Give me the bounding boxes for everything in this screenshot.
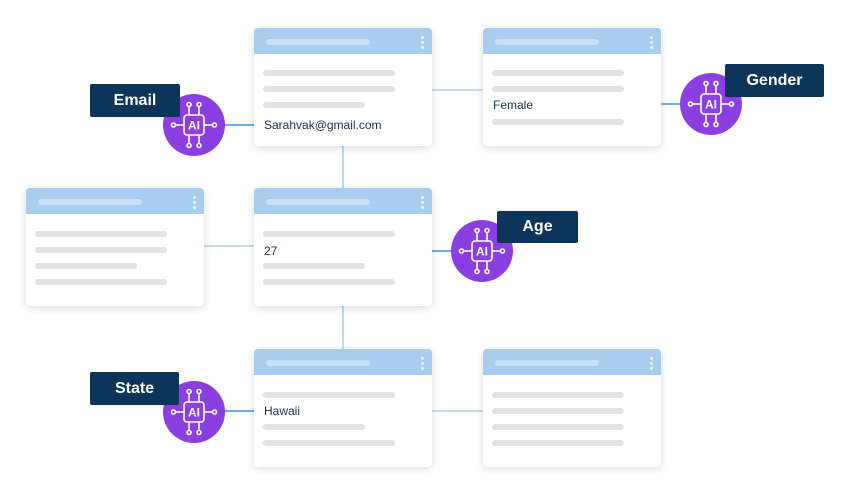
age-value: 27 (264, 244, 278, 258)
placeholder-line (263, 70, 395, 76)
record-card-gender: Female (483, 28, 661, 146)
placeholder-line (35, 263, 137, 269)
placeholder-line (263, 424, 365, 430)
card-header (254, 188, 432, 214)
record-card-state: Hawaii (254, 349, 432, 467)
header-placeholder (266, 39, 370, 45)
ai-chip-label: AI (188, 119, 200, 133)
kebab-menu-icon[interactable] (421, 36, 424, 51)
tag-email: Email (90, 84, 180, 117)
placeholder-line (35, 279, 167, 285)
placeholder-line (492, 392, 624, 398)
header-placeholder (495, 360, 599, 366)
header-placeholder (38, 199, 142, 205)
placeholder-line (263, 263, 365, 269)
kebab-menu-icon[interactable] (421, 357, 424, 372)
email-value: Sarahvak@gmail.com (264, 118, 382, 132)
placeholder-line (263, 279, 395, 285)
ai-chip-label: AI (188, 406, 200, 420)
placeholder-line (35, 231, 167, 237)
placeholder-line (492, 424, 624, 430)
placeholder-line (263, 440, 395, 446)
record-card-left (26, 188, 204, 306)
ai-chip-glyph: AI (458, 227, 506, 275)
ai-chip-label: AI (705, 98, 717, 112)
record-card-age: 27 (254, 188, 432, 306)
record-card-email: Sarahvak@gmail.com (254, 28, 432, 146)
placeholder-line (35, 247, 167, 253)
header-placeholder (266, 360, 370, 366)
ai-chip-glyph: AI (687, 80, 735, 128)
placeholder-line (263, 392, 395, 398)
kebab-menu-icon[interactable] (650, 36, 653, 51)
card-header (483, 349, 661, 375)
ai-chip-glyph: AI (170, 101, 218, 149)
placeholder-line (492, 70, 624, 76)
card-header (483, 28, 661, 54)
header-placeholder (266, 199, 370, 205)
kebab-menu-icon[interactable] (650, 357, 653, 372)
record-card-bottom-right (483, 349, 661, 467)
placeholder-line (492, 440, 624, 446)
placeholder-line (263, 102, 365, 108)
ai-chip-glyph: AI (170, 388, 218, 436)
placeholder-line (492, 119, 624, 125)
card-header (254, 349, 432, 375)
tag-gender: Gender (725, 64, 824, 97)
placeholder-line (492, 408, 624, 414)
placeholder-line (263, 231, 395, 237)
kebab-menu-icon[interactable] (421, 196, 424, 211)
header-placeholder (495, 39, 599, 45)
placeholder-line (492, 86, 624, 92)
tag-age: Age (497, 211, 578, 243)
tag-state: State (90, 372, 179, 405)
card-header (26, 188, 204, 214)
state-value: Hawaii (264, 404, 301, 418)
placeholder-line (263, 86, 395, 92)
kebab-menu-icon[interactable] (193, 196, 196, 211)
ai-chip-label: AI (476, 245, 488, 259)
card-header (254, 28, 432, 54)
gender-value: Female (493, 98, 534, 112)
